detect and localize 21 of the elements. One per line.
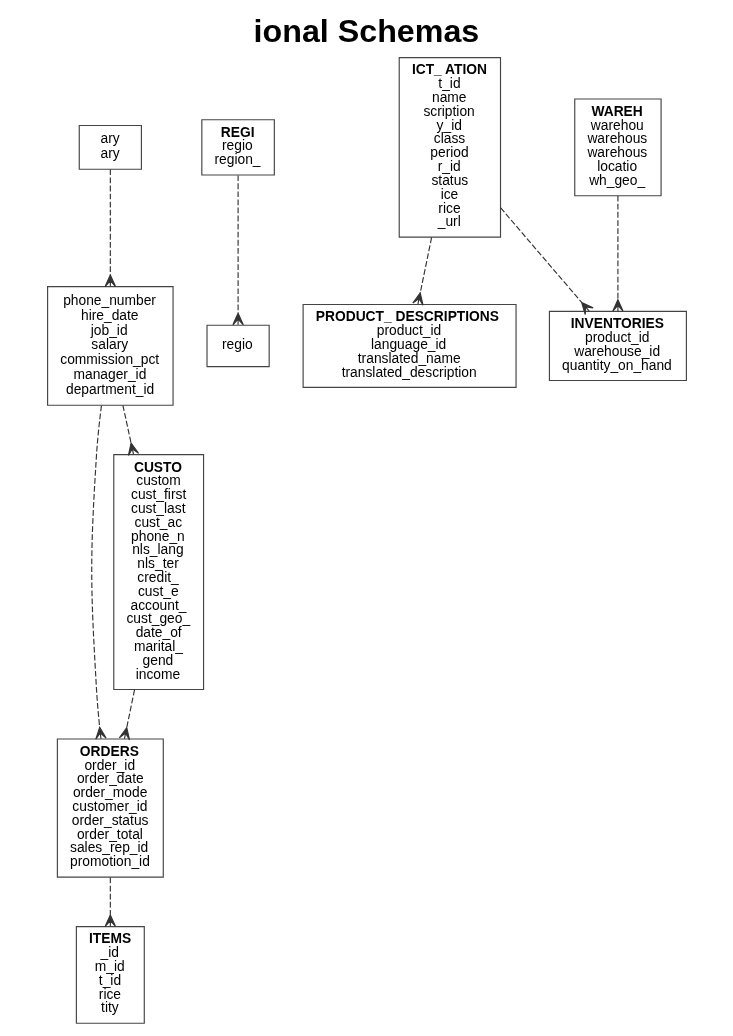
node-box: ary ary	[78, 124, 142, 170]
node-box: ICT_ ATION t_id name scription y_id class period r_id status ice rice _url	[398, 57, 501, 238]
diagram-title: ional Schemas	[253, 12, 479, 49]
node-box: regio	[205, 324, 270, 368]
node-box: ITEMS _id m_id t_id rice tity	[75, 926, 145, 1024]
node-box: PRODUCT_ DESCRIPTIONS product_id language_id translated_name translated_description	[302, 303, 517, 388]
node-box: INVENTORIES product_id warehouse_id quantity_on_hand	[548, 310, 687, 382]
connector	[231, 174, 244, 326]
connector	[611, 195, 624, 312]
node-box: REGI regio region_	[200, 119, 275, 176]
connector	[499, 207, 594, 316]
connector	[104, 168, 116, 288]
node-box: WAREH warehou warehous warehous locatio wh_geo_	[573, 98, 662, 197]
connector	[121, 404, 139, 457]
connector	[411, 236, 432, 306]
node-box: ORDERS order_id order_date order_mode customer_id order_status order_total sales_rep_id promotion_id	[56, 738, 164, 878]
node-box: phone_number hire_date job_id salary commission_pct manager_id department_id	[46, 286, 174, 406]
connector	[104, 877, 116, 927]
connector	[118, 689, 135, 741]
node-box: CUSTO custom cust_first cust_last cust_ac phone_n nls_lang nls_ter credit_ cust_e account_ cust_geo_ date_of marital_ gend income	[112, 454, 204, 691]
connector	[90, 405, 107, 740]
